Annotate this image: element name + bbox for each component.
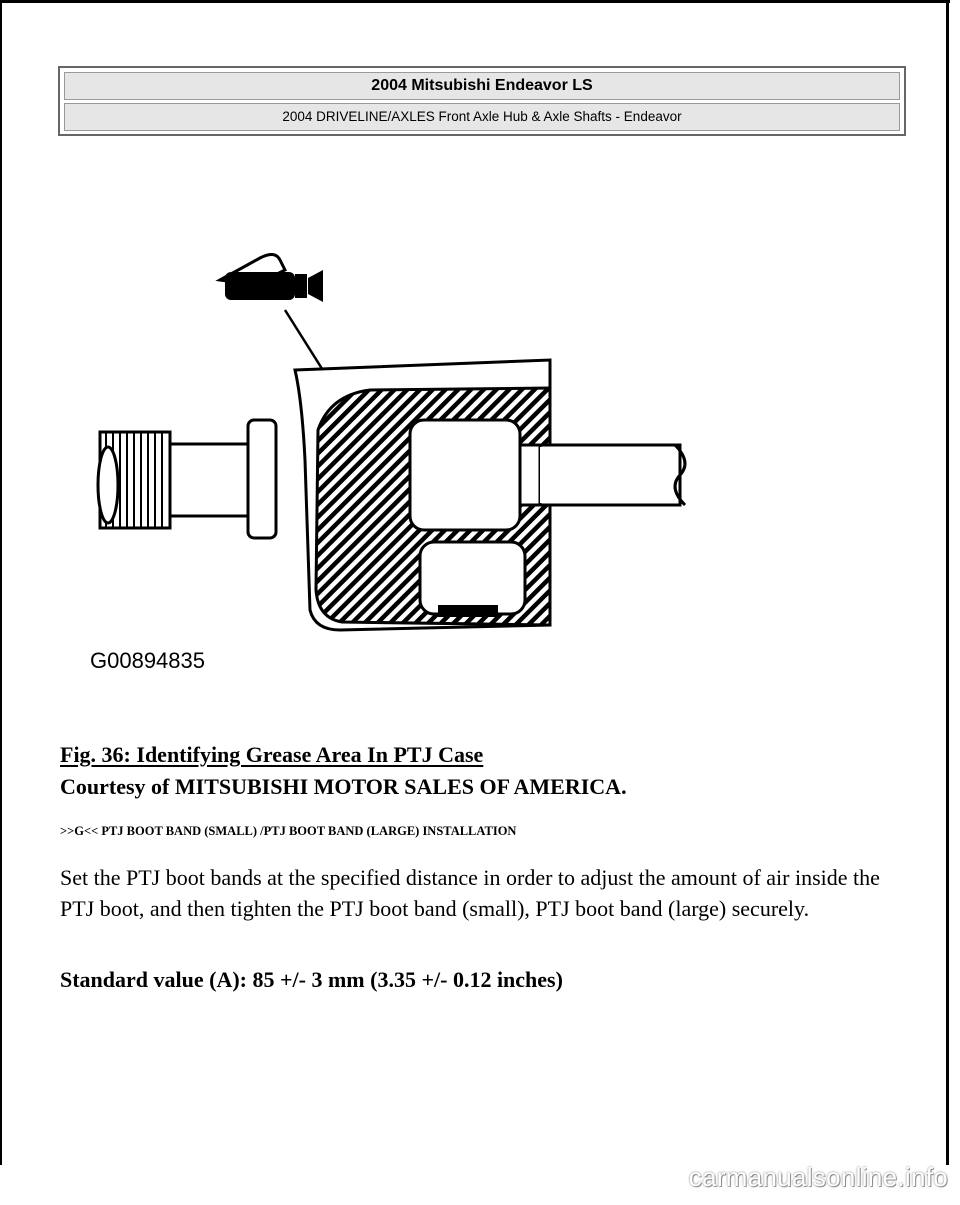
document-header: 2004 Mitsubishi Endeavor LS 2004 DRIVELI… xyxy=(58,66,906,136)
ptj-case-body xyxy=(293,358,552,632)
standard-value: Standard value (A): 85 +/- 3 mm (3.35 +/… xyxy=(60,967,563,992)
figure-courtesy: Courtesy of MITSUBISHI MOTOR SALES OF AM… xyxy=(60,774,627,799)
vehicle-title: 2004 Mitsubishi Endeavor LS xyxy=(64,72,900,100)
frame-right-line xyxy=(946,0,949,1165)
figure-caption[interactable]: Fig. 36: Identifying Grease Area In PTJ … xyxy=(60,742,484,767)
section-title: 2004 DRIVELINE/AXLES Front Axle Hub & Ax… xyxy=(64,103,900,131)
section-heading: >>G<< PTJ BOOT BAND (SMALL) /PTJ BOOT BA… xyxy=(60,824,517,838)
splined-shaft-end xyxy=(96,418,278,540)
ptj-case-drawing: G00894835 xyxy=(90,253,687,673)
ptj-case-illustration: G00894835 xyxy=(80,230,700,680)
grease-tube-icon xyxy=(215,253,323,302)
frame-left-line xyxy=(0,0,2,1165)
instruction-paragraph: Set the PTJ boot bands at the specified … xyxy=(60,865,880,921)
output-shaft xyxy=(538,443,687,507)
frame-top-line xyxy=(0,0,950,3)
watermark: carmanualsonline.info xyxy=(688,1162,948,1192)
graphic-id-label: G00894835 xyxy=(90,648,205,673)
